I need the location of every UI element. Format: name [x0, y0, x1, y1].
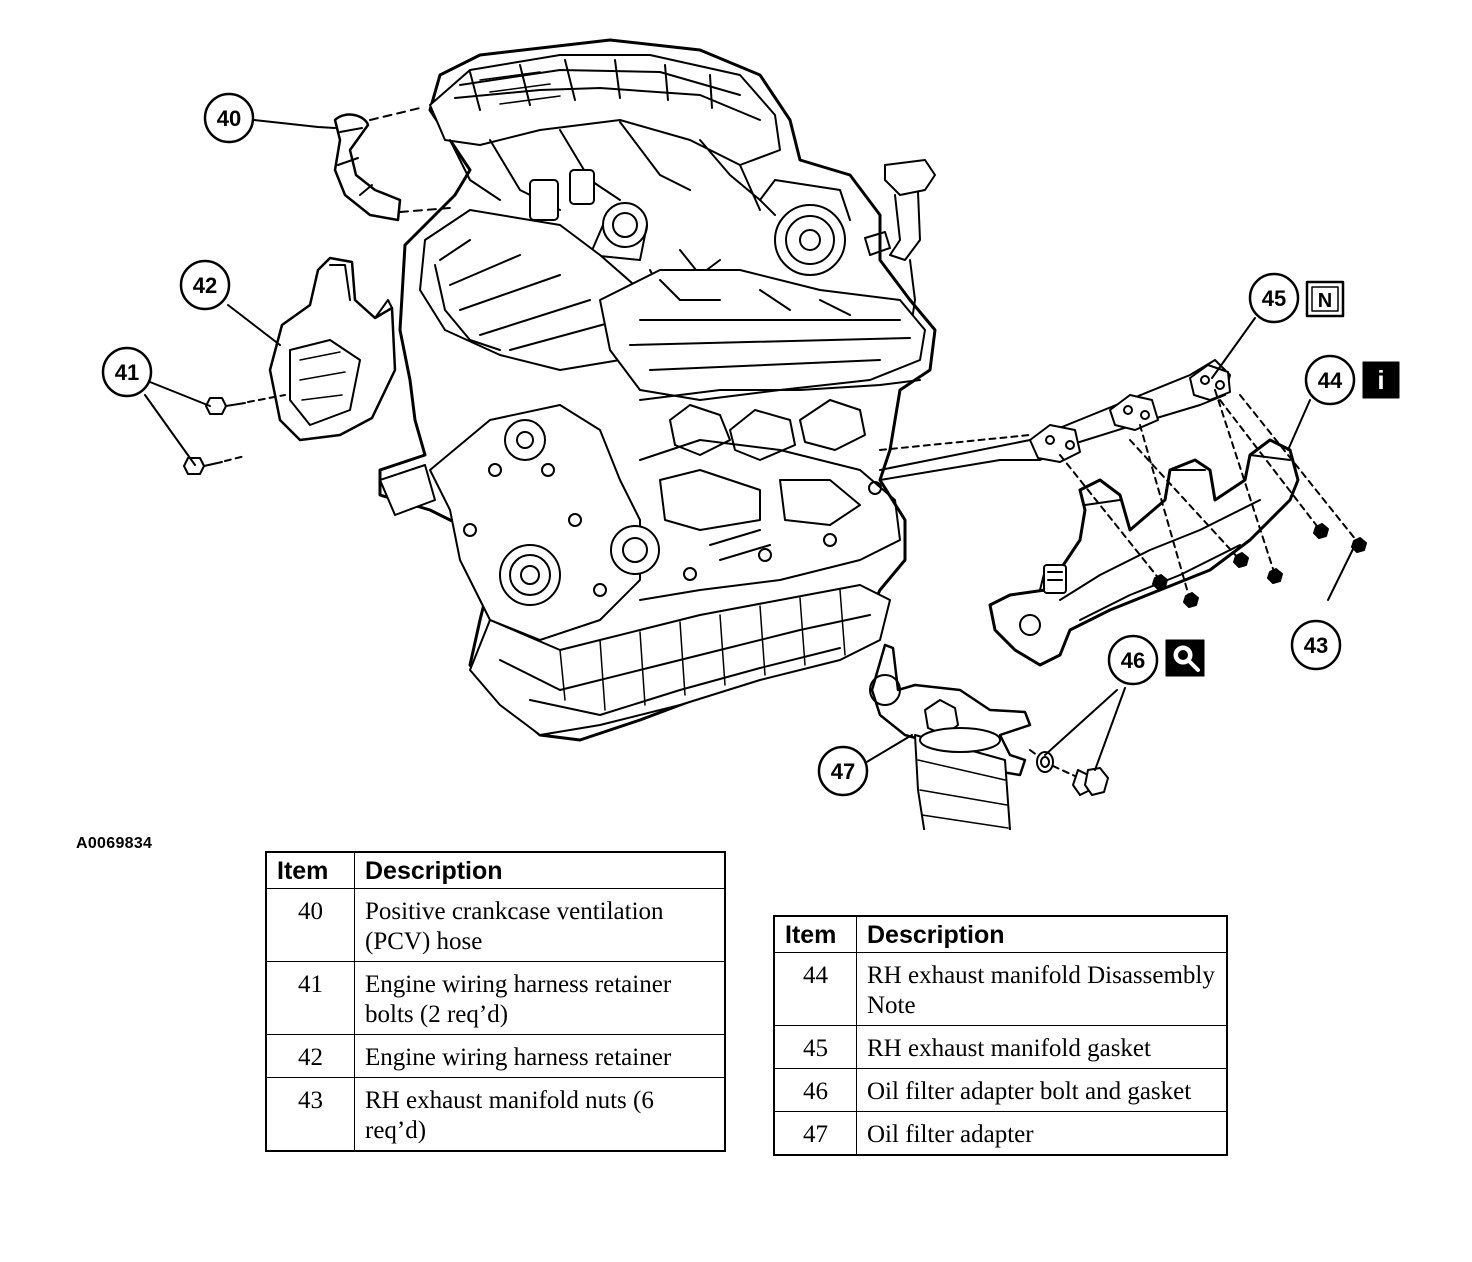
- note-symbol-icon: N: [1305, 280, 1345, 318]
- parts-table-left: Item Description 40 Positive crankcase v…: [265, 851, 726, 1152]
- table-row: 47 Oil filter adapter: [773, 1111, 1228, 1156]
- exhaust-manifold-nuts: [1059, 389, 1367, 608]
- callout-40: 40: [203, 92, 255, 144]
- table-row: 44 RH exhaust manifold Disassembly Note: [773, 952, 1228, 1026]
- oil-filter-adapter-bolt: [1029, 749, 1109, 796]
- table-row: 46 Oil filter adapter bolt and gasket: [773, 1068, 1228, 1112]
- exhaust-manifold: [988, 438, 1300, 667]
- svg-text:43: 43: [1304, 633, 1328, 658]
- table-header-row: Item Description: [773, 915, 1228, 953]
- svg-text:45: 45: [1262, 286, 1286, 311]
- item-column-header: Item: [773, 915, 857, 953]
- svg-text:47: 47: [831, 759, 855, 784]
- leader-lines: [144, 119, 1356, 771]
- item-number: 41: [265, 961, 355, 1035]
- svg-text:42: 42: [193, 273, 217, 298]
- figure-id: A0069834: [76, 835, 153, 852]
- table-row: 43 RH exhaust manifold nuts (6 req’d): [265, 1077, 726, 1152]
- table-row: 40 Positive crankcase ventilation (PCV) …: [265, 888, 726, 962]
- magnifier-symbol-icon: [1165, 639, 1205, 677]
- harness-retainer-bolts: [183, 394, 286, 475]
- table-row: 41 Engine wiring harness retainer bolts …: [265, 961, 726, 1035]
- exhaust-manifold-gasket: [879, 359, 1231, 481]
- item-description: Engine wiring harness retainer bolts (2 …: [354, 961, 726, 1035]
- callout-41: 41: [101, 346, 153, 398]
- svg-text:41: 41: [115, 360, 139, 385]
- item-description: RH exhaust manifold gasket: [856, 1025, 1228, 1069]
- information-symbol-icon: i: [1362, 361, 1400, 399]
- item-description: Engine wiring harness retainer: [354, 1034, 726, 1078]
- callout-42: 42: [179, 259, 231, 311]
- item-description: Positive crankcase ventilation (PCV) hos…: [354, 888, 726, 962]
- parts-table-right: Item Description 44 RH exhaust manifold …: [773, 915, 1228, 1156]
- item-number: 43: [265, 1077, 355, 1152]
- callout-47: 47: [817, 745, 869, 797]
- callout-45: 45: [1248, 272, 1300, 324]
- callout-46: 46: [1107, 634, 1159, 686]
- item-column-header: Item: [265, 851, 355, 889]
- pcv-hose: [333, 107, 451, 222]
- item-number: 44: [773, 952, 857, 1026]
- engine-exploded-diagram: 40 41 42 43 44 45 46 47 N i: [101, 38, 1400, 830]
- table-row: 42 Engine wiring harness retainer: [265, 1034, 726, 1078]
- item-number: 42: [265, 1034, 355, 1078]
- item-description: RH exhaust manifold nuts (6 req’d): [354, 1077, 726, 1152]
- item-number: 45: [773, 1025, 857, 1069]
- wiring-harness-retainer: [268, 256, 397, 442]
- svg-text:46: 46: [1121, 648, 1145, 673]
- engine-assembly: [378, 38, 937, 742]
- oil-filter-adapter: [869, 643, 1032, 830]
- table-header-row: Item Description: [265, 851, 726, 889]
- callout-44: 44: [1304, 354, 1356, 406]
- item-description: Oil filter adapter: [856, 1111, 1228, 1156]
- callout-43: 43: [1290, 619, 1342, 671]
- item-number: 47: [773, 1111, 857, 1156]
- item-description: RH exhaust manifold Disassembly Note: [856, 952, 1228, 1026]
- description-column-header: Description: [856, 915, 1228, 953]
- item-number: 40: [265, 888, 355, 962]
- svg-text:N: N: [1318, 290, 1332, 312]
- item-number: 46: [773, 1068, 857, 1112]
- item-description: Oil filter adapter bolt and gasket: [856, 1068, 1228, 1112]
- description-column-header: Description: [354, 851, 726, 889]
- svg-text:44: 44: [1318, 368, 1343, 393]
- table-row: 45 RH exhaust manifold gasket: [773, 1025, 1228, 1069]
- svg-text:i: i: [1377, 365, 1384, 395]
- svg-text:40: 40: [217, 106, 241, 131]
